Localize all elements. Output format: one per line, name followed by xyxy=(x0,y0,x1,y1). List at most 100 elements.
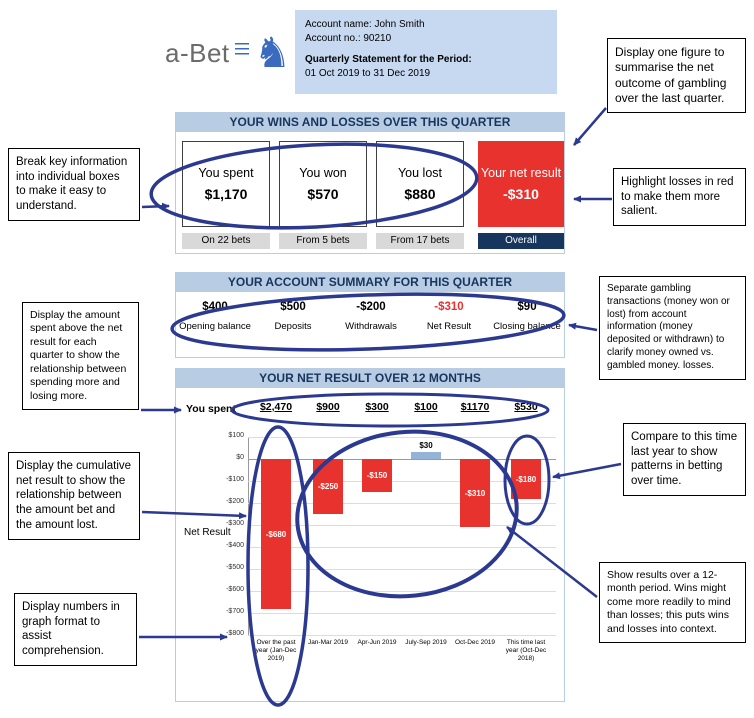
chart-y-axis-line xyxy=(248,437,249,635)
annotation-break-info: Break key information into individual bo… xyxy=(8,148,140,221)
annotation-separate-transactions: Separate gambling transactions (money wo… xyxy=(599,276,746,380)
brand-name: a-Bet xyxy=(165,37,230,68)
summary-value: $500 xyxy=(280,301,306,313)
wins-losses-title: YOUR WINS AND LOSSES OVER THIS QUARTER xyxy=(175,112,565,132)
chart-gridline xyxy=(248,481,556,482)
annotation-graph-format: Display numbers in graph format to assis… xyxy=(14,593,137,666)
spent-value: $100 xyxy=(414,401,438,413)
x-axis-label: This time last year (Oct-Dec 2018) xyxy=(505,639,547,663)
summary-withdrawals: -$200 Withdrawals xyxy=(333,301,409,332)
x-axis-label: July-Sep 2019 xyxy=(405,639,447,646)
statement-period-value: 01 Oct 2019 to 31 Dec 2019 xyxy=(305,67,431,79)
stat-footer-spent: On 22 bets xyxy=(182,233,270,249)
y-axis-tick: -$500 xyxy=(226,564,244,571)
summary-value: $400 xyxy=(202,301,228,313)
y-axis-tick: -$100 xyxy=(226,476,244,483)
stat-box-spent: You spent $1,170 xyxy=(182,141,270,227)
chart-gridline xyxy=(248,503,556,504)
bar-value-label: $30 xyxy=(419,441,433,450)
bar-1: -$250 xyxy=(313,459,343,514)
summary-deposits: $500 Deposits xyxy=(255,301,331,332)
annotation-twelve-month: Show results over a 12-month period. Win… xyxy=(599,562,746,644)
horse-logo-icon: ♞ xyxy=(253,29,292,76)
net-result-bar-chart: You spent Net Result $100 $0 -$100 -$200 -$3… xyxy=(176,389,564,701)
arrow-break-info xyxy=(141,202,170,210)
chart-gridline xyxy=(248,635,556,636)
summary-closing-balance: $90 Closing balance xyxy=(489,301,565,332)
bar-3 xyxy=(411,452,441,459)
stat-value: -$310 xyxy=(503,186,539,202)
bar-value-label: -$180 xyxy=(515,474,537,484)
y-axis-tick: -$300 xyxy=(226,520,244,527)
spent-value: $900 xyxy=(316,401,340,413)
account-summary-row: $400 Opening balance $500 Deposits -$200… xyxy=(176,301,566,332)
y-axis-tick: -$700 xyxy=(226,608,244,615)
speed-lines-icon xyxy=(234,43,249,55)
spent-value: $1170 xyxy=(460,401,490,413)
stat-box-lost: You lost $880 xyxy=(376,141,464,227)
bar-value-label: -$310 xyxy=(464,488,486,498)
account-name: Account name: John Smith xyxy=(305,19,425,30)
account-number: Account no.: 90210 xyxy=(305,32,392,44)
stat-value: $880 xyxy=(404,186,436,202)
summary-net-result: -$310 Net Result xyxy=(411,301,487,332)
stat-label: You spent xyxy=(198,166,254,180)
summary-value: -$200 xyxy=(356,301,386,313)
account-summary-section: YOUR ACCOUNT SUMMARY FOR THIS QUARTER $4… xyxy=(175,272,565,358)
stat-label: You lost xyxy=(397,166,443,180)
spent-row-label: You spent xyxy=(186,403,236,415)
bar-5: -$180 xyxy=(511,459,541,499)
spent-value: $300 xyxy=(365,401,389,413)
annotation-spent-above: Display the amount spent above the net r… xyxy=(22,302,139,411)
annotation-compare-last-year: Compare to this time last year to show p… xyxy=(623,423,746,496)
chart-gridline xyxy=(248,459,556,460)
chart-gridline xyxy=(248,569,556,570)
y-axis-tick: $0 xyxy=(236,454,244,461)
annotation-cumulative: Display the cumulative net result to sho… xyxy=(8,452,140,540)
summary-value: $90 xyxy=(517,301,537,313)
stat-value: $570 xyxy=(307,186,339,202)
arrow-separate-transactions xyxy=(568,322,598,332)
bar-4: -$310 xyxy=(460,459,490,527)
wins-losses-section: YOUR WINS AND LOSSES OVER THIS QUARTER Y… xyxy=(175,112,565,254)
chart-y-axis-title: Net Result xyxy=(184,527,231,538)
stat-value: $1,170 xyxy=(204,186,248,202)
account-summary-title: YOUR ACCOUNT SUMMARY FOR THIS QUARTER xyxy=(175,272,565,292)
y-axis-tick: -$200 xyxy=(226,498,244,505)
account-header-panel: Account name: John Smith Account no.: 90… xyxy=(295,10,557,94)
summary-label: Closing balance xyxy=(493,321,561,332)
x-axis-label: Oct-Dec 2019 xyxy=(454,639,496,646)
chart-gridline xyxy=(248,591,556,592)
x-axis-label: Over the past year (Jan-Dec 2019) xyxy=(255,639,297,663)
stat-label: You won xyxy=(299,166,347,180)
bar-value-label: -$150 xyxy=(366,471,388,480)
annotation-one-figure: Display one figure to summarise the net … xyxy=(607,38,746,114)
bar-value-label: -$680 xyxy=(265,529,287,539)
bar-2: -$150 xyxy=(362,459,392,492)
net-result-chart-title: YOUR NET RESULT OVER 12 MONTHS xyxy=(175,368,565,388)
summary-opening-balance: $400 Opening balance xyxy=(177,301,253,332)
chart-gridline xyxy=(248,613,556,614)
summary-value: -$310 xyxy=(434,301,464,313)
stat-box-won: You won $570 xyxy=(279,141,367,227)
statement-period-label: Quarterly Statement for the Period: xyxy=(305,54,472,65)
chart-gridline xyxy=(248,547,556,548)
y-axis-tick: $100 xyxy=(228,432,244,439)
bar-value-label: -$250 xyxy=(317,482,339,491)
summary-label: Opening balance xyxy=(179,321,251,332)
y-axis-tick: -$800 xyxy=(226,630,244,637)
summary-label: Deposits xyxy=(274,321,312,332)
summary-label: Net Result xyxy=(426,321,472,332)
net-result-chart-section: YOUR NET RESULT OVER 12 MONTHS You spent… xyxy=(175,368,565,702)
arrow-one-figure xyxy=(573,107,607,146)
y-axis-tick: -$600 xyxy=(226,586,244,593)
stat-label: Your net result xyxy=(480,166,562,180)
stat-footer-lost: From 17 bets xyxy=(376,233,464,249)
bar-0: -$680 xyxy=(261,459,291,609)
x-axis-label: Jan-Mar 2019 xyxy=(307,639,349,646)
x-axis-label: Apr-Jun 2019 xyxy=(357,639,397,646)
spent-value: $530 xyxy=(514,401,538,413)
stat-box-net-result: Your net result -$310 xyxy=(478,141,564,227)
spent-value: $2,470 xyxy=(259,401,293,413)
